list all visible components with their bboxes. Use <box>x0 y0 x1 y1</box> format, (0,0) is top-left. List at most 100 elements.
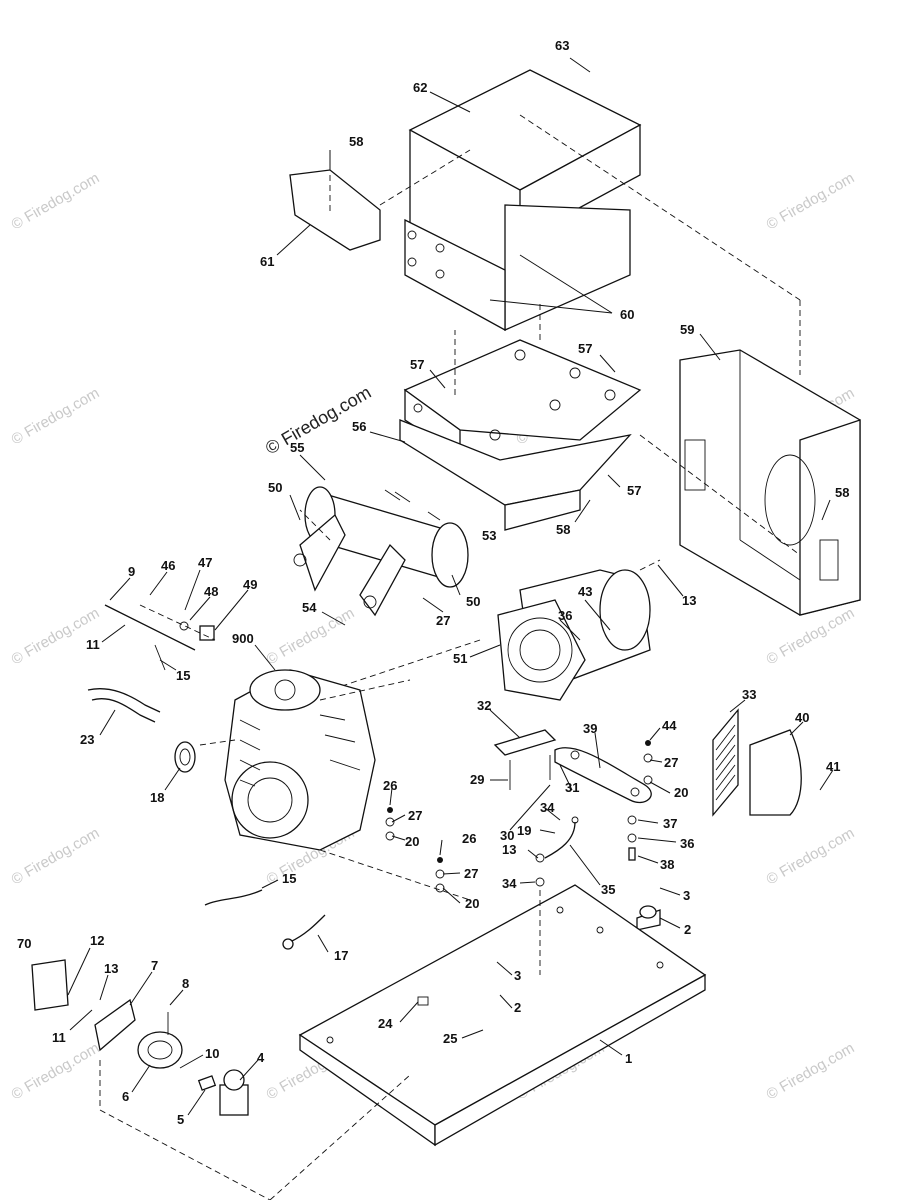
callout-70: 70 <box>17 936 31 951</box>
callout-62: 62 <box>413 80 427 95</box>
callout-53: 53 <box>482 528 496 543</box>
callout-20: 20 <box>674 785 688 800</box>
callout-3: 3 <box>514 968 521 983</box>
callout-35: 35 <box>601 882 615 897</box>
callout-39: 39 <box>583 721 597 736</box>
callout-57: 57 <box>627 483 641 498</box>
callout-55: 55 <box>290 440 304 455</box>
watermark: © Firedog.com <box>9 169 103 233</box>
callout-23: 23 <box>80 732 94 747</box>
callout-57: 57 <box>578 341 592 356</box>
cover-40 <box>749 729 802 816</box>
callout-2: 2 <box>684 922 691 937</box>
callout-54: 54 <box>302 600 317 615</box>
callout-25: 25 <box>443 1031 457 1046</box>
alternator-51 <box>299 559 661 701</box>
callout-44: 44 <box>662 718 677 733</box>
callout-15: 15 <box>176 668 190 683</box>
callout-27: 27 <box>436 613 450 628</box>
callout-36: 36 <box>680 836 694 851</box>
callout-13: 13 <box>104 961 118 976</box>
callout-59: 59 <box>680 322 694 337</box>
callout-26: 26 <box>383 778 397 793</box>
callout-29: 29 <box>470 772 484 787</box>
watermark: © Firedog.com <box>9 1039 103 1103</box>
fitting-5 <box>197 1075 217 1091</box>
fasteners-stack <box>385 740 653 893</box>
base-plate-56 <box>399 300 642 531</box>
bracket-7 <box>94 998 136 1052</box>
callout-13: 13 <box>502 842 516 857</box>
callout-31: 31 <box>565 780 579 795</box>
watermark: © Firedog.com <box>764 1039 858 1103</box>
cover-18 <box>174 741 196 773</box>
callout-13: 13 <box>682 593 696 608</box>
callout-49: 49 <box>243 577 257 592</box>
callout-17: 17 <box>334 948 348 963</box>
callout-34: 34 <box>502 876 517 891</box>
callout-1: 1 <box>625 1051 632 1066</box>
callout-26: 26 <box>462 831 476 846</box>
callout-27: 27 <box>464 866 478 881</box>
callout-5: 5 <box>177 1112 184 1127</box>
callout-37: 37 <box>663 816 677 831</box>
callout-18: 18 <box>150 790 164 805</box>
callout-12: 12 <box>90 933 104 948</box>
callout-43: 43 <box>578 584 592 599</box>
regulator-6 <box>137 1012 183 1069</box>
watermark: © Firedog.com <box>764 604 858 668</box>
muffler-55 <box>293 486 469 617</box>
callout-47: 47 <box>198 555 212 570</box>
callout-32: 32 <box>477 698 491 713</box>
hose-23 <box>87 688 161 723</box>
callout-58: 58 <box>556 522 570 537</box>
callout-58: 58 <box>835 485 849 500</box>
watermark: © Firedog.com <box>764 824 858 888</box>
callout-41: 41 <box>826 759 840 774</box>
label-70 <box>31 959 69 1011</box>
callout-50: 50 <box>466 594 480 609</box>
callout-61: 61 <box>260 254 274 269</box>
callout-60: 60 <box>620 307 634 322</box>
callout-2: 2 <box>514 1000 521 1015</box>
engine-900 <box>199 669 471 901</box>
callout-15: 15 <box>282 871 296 886</box>
base-frame-1 <box>99 884 707 1200</box>
callout-19: 19 <box>517 823 531 838</box>
callout-46: 46 <box>161 558 175 573</box>
callout-57: 57 <box>410 357 424 372</box>
callout-30: 30 <box>500 828 514 843</box>
cable-35 <box>544 816 579 859</box>
grille-33 <box>712 708 739 817</box>
callout-11: 11 <box>86 637 100 652</box>
solenoid-valve-4 <box>219 1069 249 1116</box>
rod-17 <box>282 914 326 950</box>
side-panel-59 <box>639 349 861 616</box>
callout-38: 38 <box>660 857 674 872</box>
callout-9: 9 <box>128 564 135 579</box>
callout-33: 33 <box>742 687 756 702</box>
callout-4: 4 <box>257 1050 265 1065</box>
callout-48: 48 <box>204 584 218 599</box>
callout-3: 3 <box>683 888 690 903</box>
bracket-assembly <box>104 604 216 671</box>
callout-7: 7 <box>151 958 158 973</box>
watermark: © Firedog.com <box>764 169 858 233</box>
callout-51: 51 <box>453 651 467 666</box>
callout-24: 24 <box>378 1016 393 1031</box>
callout-34: 34 <box>540 800 555 815</box>
callout-36: 36 <box>558 608 572 623</box>
mount-plate-39 <box>554 747 652 804</box>
callout-27: 27 <box>408 808 422 823</box>
mount-bracket-32 <box>493 729 557 756</box>
callout-20: 20 <box>465 896 479 911</box>
callout-50: 50 <box>268 480 282 495</box>
callout-900: 900 <box>232 631 254 646</box>
callout-63: 63 <box>555 38 569 53</box>
callout-labels: 63 62 58 61 60 59 57 57 57 56 55 58 58 5… <box>17 38 849 1127</box>
callout-10: 10 <box>205 1046 219 1061</box>
callout-8: 8 <box>182 976 189 991</box>
callout-27: 27 <box>664 755 678 770</box>
top-housing-62 <box>404 69 801 375</box>
